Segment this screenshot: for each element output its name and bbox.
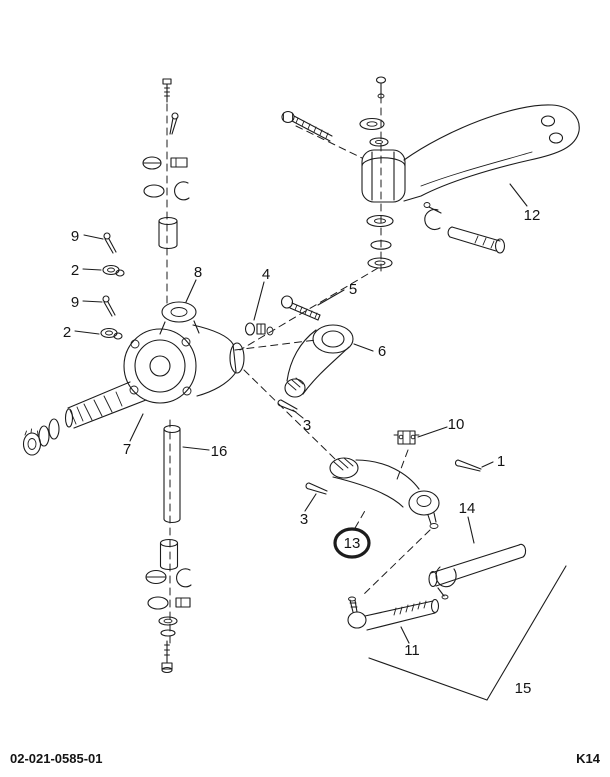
grease-fitting <box>375 76 387 84</box>
doc-number: 02-021-0585-01 <box>10 751 103 766</box>
callout-10[interactable]: 10 <box>448 416 465 433</box>
part-16-king-pin <box>163 424 181 524</box>
part-10-clamp <box>393 430 420 445</box>
callouts: 9 2 9 2 8 4 5 6 7 3 16 12 10 1 3 13 14 1… <box>63 207 541 697</box>
part-4-bushing <box>244 322 274 336</box>
callout-1[interactable]: 1 <box>497 453 505 470</box>
cotter-pin <box>171 112 179 120</box>
callout-2b[interactable]: 2 <box>63 324 71 341</box>
part-11-tie-rod-end <box>347 596 440 631</box>
kingpin-upper-stack <box>142 78 190 250</box>
spindle-washer <box>48 418 60 440</box>
pivot-barrel <box>361 149 406 203</box>
part-3-pin-upper <box>277 399 298 413</box>
callout-9a[interactable]: 9 <box>71 228 79 245</box>
part-12-steering-arm-assembly <box>281 76 580 269</box>
part-6-steering-arm <box>284 324 354 398</box>
bolt-head <box>281 110 295 124</box>
part-15-assembly-bracket <box>368 565 567 701</box>
part-14-tie-rod-tube <box>428 543 527 600</box>
clamp <box>424 208 441 231</box>
callout-6[interactable]: 6 <box>378 343 386 360</box>
part-13-tie-rod-arm <box>329 457 440 529</box>
snap-ring <box>176 568 192 588</box>
callout-3a[interactable]: 3 <box>303 417 311 434</box>
link-end <box>451 226 501 242</box>
callout-leaders <box>74 183 528 644</box>
left-fasteners <box>100 232 125 340</box>
callout-16[interactable]: 16 <box>211 443 228 460</box>
ball-housing <box>347 611 367 629</box>
bolt-hole <box>548 132 564 144</box>
part-3-pin-lower <box>305 482 328 495</box>
snap-ring <box>174 181 190 201</box>
washer <box>102 264 120 276</box>
callout-5[interactable]: 5 <box>349 281 357 298</box>
arm-boss <box>229 342 245 374</box>
footer: 02-021-0585-01 K14 <box>10 751 601 766</box>
callout-8[interactable]: 8 <box>194 264 202 281</box>
part-5-bolt <box>280 295 321 321</box>
bushing <box>158 216 178 226</box>
part-8-steering-knuckle <box>22 301 245 456</box>
callout-9b[interactable]: 9 <box>71 294 79 311</box>
cotter-pin <box>103 232 111 240</box>
part-1-pin <box>454 459 482 472</box>
callout-14[interactable]: 14 <box>459 500 476 517</box>
bolt-head <box>162 78 172 85</box>
washer <box>359 117 385 131</box>
ball-end <box>408 490 440 516</box>
callout-3b[interactable]: 3 <box>300 511 308 528</box>
callout-2a[interactable]: 2 <box>71 262 79 279</box>
arm-body <box>403 104 580 202</box>
bushing <box>159 538 179 548</box>
washer <box>100 327 118 339</box>
tube-clamp <box>435 566 457 588</box>
page-code: K14 <box>576 751 601 766</box>
bolt-hole <box>540 115 556 127</box>
callout-4[interactable]: 4 <box>262 266 270 283</box>
castle-nut <box>22 432 42 456</box>
cotter-pin <box>102 295 110 303</box>
kingpin-lower-stack <box>145 538 192 674</box>
callout-7[interactable]: 7 <box>123 441 131 458</box>
washer <box>158 616 178 626</box>
lock-washer <box>38 425 50 447</box>
callout-13[interactable]: 13 <box>344 535 361 552</box>
highlight-circle <box>333 527 371 559</box>
callout-12[interactable]: 12 <box>524 207 541 224</box>
callout-11[interactable]: 11 <box>404 642 420 659</box>
assembly-centerlines <box>166 83 431 645</box>
washer <box>366 214 394 228</box>
spindle <box>67 381 131 409</box>
callout-15[interactable]: 15 <box>515 680 532 697</box>
